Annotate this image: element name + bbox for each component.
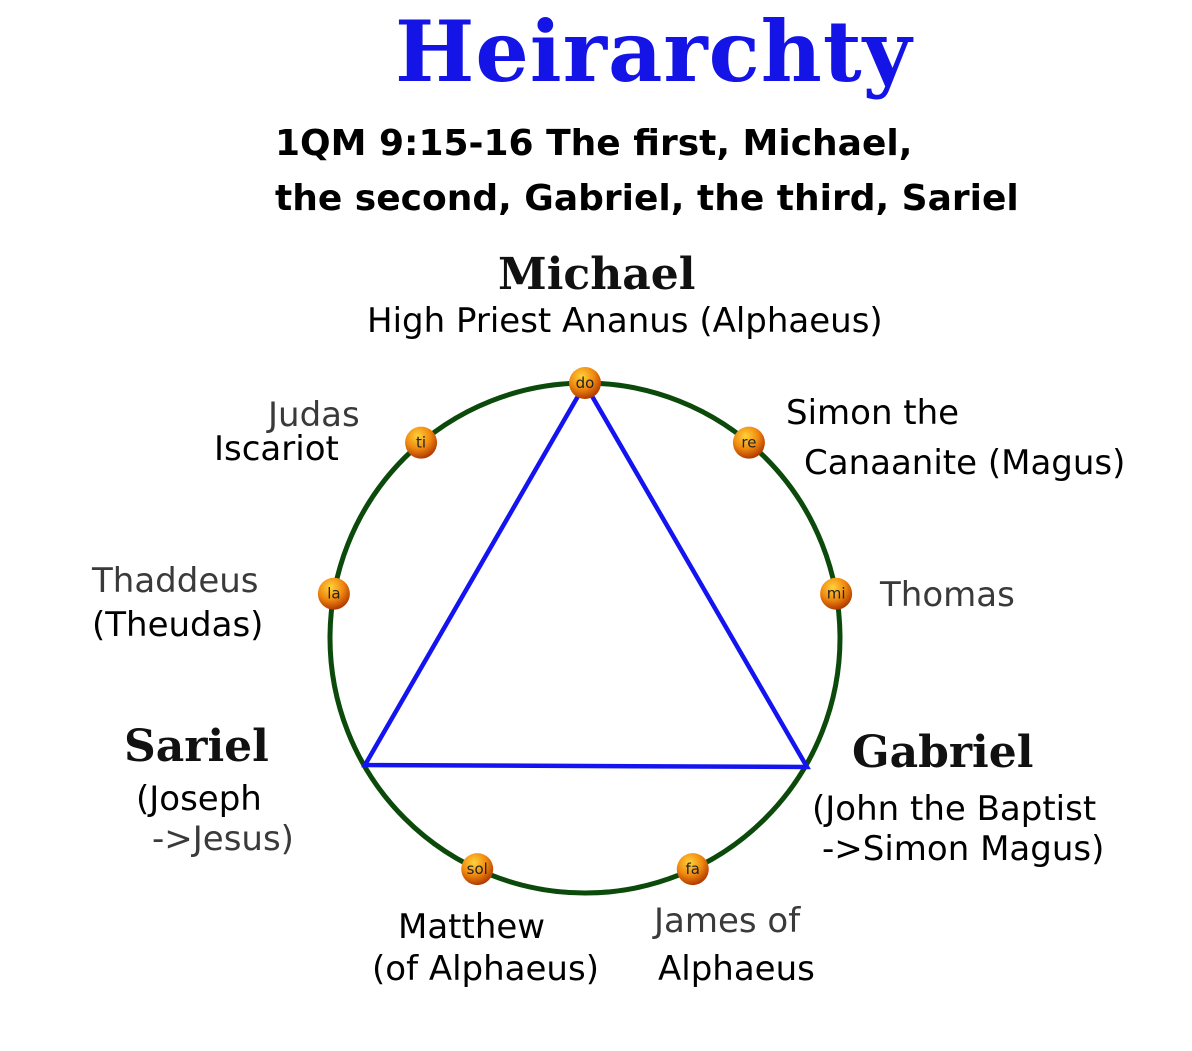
note-label: do xyxy=(576,374,595,392)
note-label: la xyxy=(327,585,340,603)
outer-circle xyxy=(327,380,843,896)
note-ball xyxy=(820,577,853,610)
thaddeus-line-1: Thaddeus xyxy=(92,561,259,601)
judas-line-2: Iscariot xyxy=(214,429,339,469)
sariel-label: Sariel xyxy=(124,721,269,772)
matthew-line-2: (of Alphaeus) xyxy=(372,949,599,989)
note-label: re xyxy=(741,434,756,452)
note-node-sol: sol xyxy=(461,853,494,886)
simon-line-1: Simon the xyxy=(786,393,960,433)
matthew-line-1: Matthew xyxy=(398,907,546,947)
note-node-do: do xyxy=(569,367,601,399)
note-node-fa: fa xyxy=(676,853,709,886)
simon-line-2: Canaanite (Magus) xyxy=(804,443,1126,483)
thaddeus-line-2: (Theudas) xyxy=(92,605,264,645)
note-node-ti: ti xyxy=(405,426,438,459)
note-node-la: la xyxy=(317,577,350,610)
michael-label: Michael xyxy=(498,249,696,300)
note-ball xyxy=(569,367,601,399)
thomas-label: Thomas xyxy=(880,575,1015,615)
sariel-line-1: (Joseph xyxy=(136,779,262,819)
note-label: sol xyxy=(467,860,488,878)
gabriel-label: Gabriel xyxy=(852,727,1034,778)
judas-line-1: Judas xyxy=(268,395,360,435)
note-node-re: re xyxy=(732,426,765,459)
quote-line-2: the second, Gabriel, the third, Sariel xyxy=(275,178,1019,219)
james-line-2: Alphaeus xyxy=(658,949,815,989)
note-ball xyxy=(405,426,438,459)
gabriel-line-2: ->Simon Magus) xyxy=(822,829,1105,869)
note-label: mi xyxy=(827,585,846,603)
james-line-1: James of xyxy=(654,901,801,941)
michael-role: High Priest Ananus (Alphaeus) xyxy=(367,301,883,341)
note-label: ti xyxy=(416,434,426,452)
quote-line-1: 1QM 9:15-16 The first, Michael, xyxy=(275,123,913,164)
note-ball xyxy=(732,426,765,459)
note-ball xyxy=(676,853,709,886)
page-title: Heirarchty xyxy=(395,2,913,101)
note-ball xyxy=(317,577,350,610)
note-label: fa xyxy=(686,860,700,878)
sariel-line-2: ->Jesus) xyxy=(152,819,294,859)
gabriel-line-1: (John the Baptist xyxy=(812,789,1097,829)
note-node-mi: mi xyxy=(820,577,853,610)
triangle xyxy=(361,379,811,770)
note-ball xyxy=(461,853,494,886)
